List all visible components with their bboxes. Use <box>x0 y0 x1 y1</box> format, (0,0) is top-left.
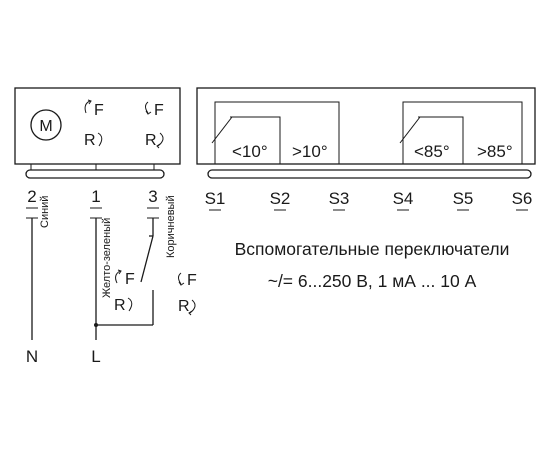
rotation-arrow-icon <box>84 100 91 114</box>
arrow-head-icon <box>87 99 92 105</box>
threshold-gt-85: >85° <box>477 142 513 161</box>
arrow-head-icon <box>156 143 161 149</box>
rotation-arrow-icon <box>97 132 103 147</box>
junction-dot <box>94 323 98 327</box>
aux-terminals: S1 S2 S3 S4 S5 S6 <box>205 189 533 211</box>
terminal-s6: S6 <box>512 189 533 208</box>
direction-symbol-right: F R <box>178 272 197 316</box>
aux-switch-box <box>196 87 536 165</box>
terminal-3-label: 3 <box>148 187 157 206</box>
aux-switch-caption: Вспомогательные переключатели <box>235 239 510 259</box>
terminal-s3: S3 <box>329 189 350 208</box>
direction-symbol-switch: F R <box>114 269 135 314</box>
threshold-lt-85: <85° <box>414 142 450 161</box>
terminal-s2: S2 <box>270 189 291 208</box>
motor-label: M <box>39 118 52 135</box>
direction-f-label: F <box>187 272 197 289</box>
cable-sleeve-left <box>25 169 165 179</box>
aux-switch-1-bus <box>214 101 340 164</box>
line-label: L <box>91 347 100 366</box>
direction-r-label: R <box>145 132 157 149</box>
direction-f-label: F <box>125 271 135 288</box>
actuator-box <box>14 87 181 165</box>
direction-r-label: R <box>114 297 126 314</box>
aux-switch-2-contact <box>399 116 421 144</box>
direction-symbol-box-2: F R <box>145 101 164 149</box>
cable-sleeve-right <box>207 169 532 179</box>
direction-f-label: F <box>154 102 164 119</box>
aux-switch-rating: ~/= 6...250 В, 1 мА ... 10 А <box>268 271 477 291</box>
arrow-head-icon <box>145 110 152 115</box>
aux-switch-1-contact <box>211 116 233 144</box>
wire-3-color-label: Коричневый <box>165 195 177 258</box>
terminal-2-label: 2 <box>27 187 36 206</box>
rotation-arrow-icon <box>145 101 149 114</box>
terminal-s4: S4 <box>393 189 414 208</box>
direction-symbol-box-1: F R <box>84 99 104 149</box>
direction-switch <box>140 235 154 283</box>
threshold-gt-10: >10° <box>292 142 328 161</box>
terminal-1-label: 1 <box>91 187 100 206</box>
aux-switch-2-bus <box>402 101 523 164</box>
terminal-s1: S1 <box>205 189 226 208</box>
wire-2-color-label: Синий <box>39 196 51 228</box>
motor-symbol <box>30 109 62 141</box>
direction-r-label: R <box>84 132 96 149</box>
rotation-arrow-icon <box>157 132 164 147</box>
neutral-label: N <box>26 347 38 366</box>
direction-f-label: F <box>94 102 104 119</box>
terminal-s5: S5 <box>453 189 474 208</box>
direction-r-label: R <box>178 298 190 315</box>
threshold-lt-10: <10° <box>232 142 268 161</box>
wire-1-color-label: Желто-зеленый <box>101 218 113 298</box>
